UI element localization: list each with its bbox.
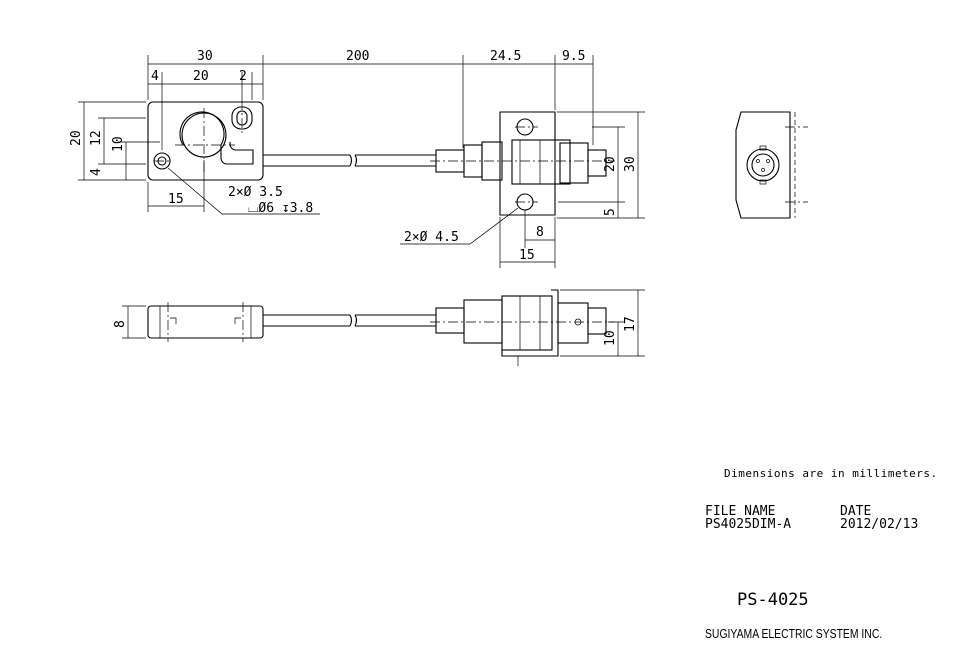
company-name: SUGIYAMA ELECTRIC SYSTEM INC. xyxy=(705,626,883,641)
dim-right-20: 20 xyxy=(603,156,618,172)
dim-hole-note-2: ⌴Ø6 ↧3.8 xyxy=(248,201,313,216)
date-value: 2012/02/13 xyxy=(840,517,919,532)
dim-top-20: 20 xyxy=(193,69,209,84)
dim-bracket-8: 8 xyxy=(536,225,544,240)
dim-side-8: 8 xyxy=(113,320,128,328)
dim-bottom-15: 15 xyxy=(168,192,184,207)
dim-right-5: 5 xyxy=(603,208,618,216)
dim-right-30: 30 xyxy=(623,156,638,172)
dim-top-4: 4 xyxy=(151,69,159,84)
sensor-side-view xyxy=(147,289,615,366)
dim-top-200: 200 xyxy=(346,49,369,64)
dim-side-10: 10 xyxy=(603,330,618,346)
dim-left-20: 20 xyxy=(69,130,84,146)
dim-top-2: 2 xyxy=(239,69,247,84)
dim-left-12: 12 xyxy=(89,130,104,146)
units-note: Dimensions are in millimeters. xyxy=(724,467,938,480)
file-name-label: FILE NAME xyxy=(705,504,776,519)
dim-left-10: 10 xyxy=(111,136,126,152)
dim-left-4: 4 xyxy=(89,168,104,176)
file-name-value: PS4025DIM-A xyxy=(705,517,792,532)
dimension-labels: 30 200 24.5 9.5 4 20 2 20 12 10 4 15 2×Ø… xyxy=(69,49,638,346)
dim-bracket-15: 15 xyxy=(519,248,535,263)
model-number: PS-4025 xyxy=(737,590,809,610)
connector-end-view xyxy=(735,111,808,219)
dim-top-9-5: 9.5 xyxy=(562,49,585,64)
connector-top-view xyxy=(430,111,615,216)
cable-top-view xyxy=(263,154,436,167)
dim-hole-note-1: 2×Ø 3.5 xyxy=(228,185,283,200)
dim-side-17: 17 xyxy=(623,316,638,332)
sensor-head-top-view xyxy=(147,100,264,181)
dimension-lines xyxy=(78,55,645,357)
dim-top-30: 30 xyxy=(197,49,213,64)
date-label: DATE xyxy=(840,504,872,519)
dim-hole-note-3: 2×Ø 4.5 xyxy=(404,230,459,245)
dim-top-24-5: 24.5 xyxy=(490,49,521,64)
